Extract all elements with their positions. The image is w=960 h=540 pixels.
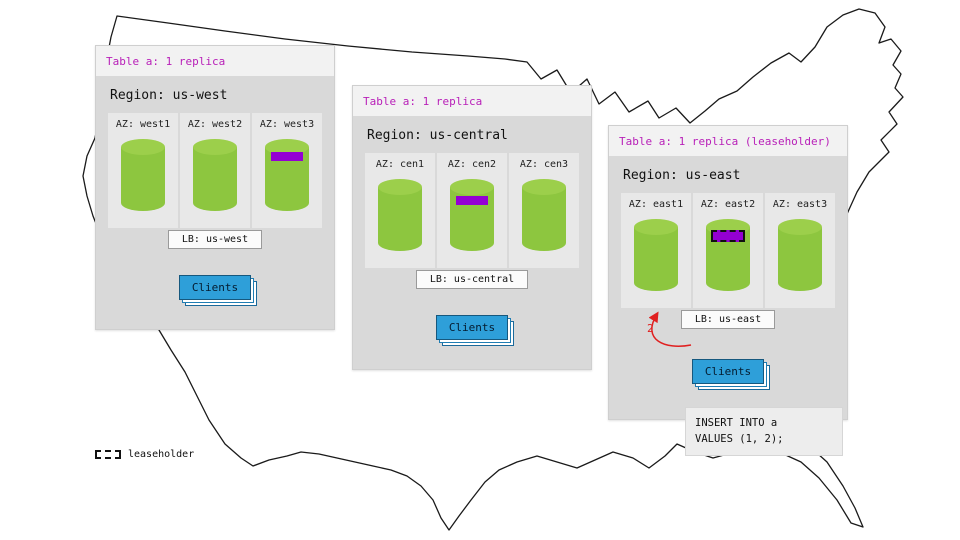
database-cylinder [120, 138, 166, 212]
az-label: AZ: cen3 [519, 159, 569, 170]
cylinder-icon [378, 179, 422, 251]
region-body: Region: us-central AZ: cen1 AZ: cen2 [353, 116, 591, 352]
clients-box: Clients [691, 359, 765, 384]
cylinder-icon [265, 139, 309, 211]
region-title: Region: us-west [110, 88, 228, 103]
database-cylinder [633, 218, 679, 292]
az-cell-cen2: AZ: cen2 [437, 153, 507, 268]
database-cylinder [777, 218, 823, 292]
region-title: Region: us-east [623, 168, 741, 183]
load-balancer-box: LB: us-west [167, 230, 263, 249]
database-cylinder [264, 138, 310, 212]
cylinder-icon [522, 179, 566, 251]
az-label: AZ: cen2 [447, 159, 497, 170]
region-body: Region: us-east AZ: east1 AZ: east2 [609, 156, 847, 396]
region-panel-us-west: Table a: 1 replica Region: us-west AZ: w… [95, 45, 335, 330]
cylinder-icon [778, 219, 822, 291]
az-label: AZ: east3 [772, 199, 828, 210]
database-cylinder [377, 178, 423, 252]
region-panel-us-east: Table a: 1 replica (leaseholder) Region:… [608, 125, 848, 420]
az-label: AZ: west2 [187, 119, 243, 130]
replica-marker [271, 152, 303, 161]
table-replica-label: Table a: 1 replica (leaseholder) [609, 126, 847, 156]
clients-box: Clients [435, 315, 509, 340]
leaseholder-swatch-icon [95, 450, 121, 459]
step-number-label: 2 [647, 322, 654, 335]
az-cell-cen1: AZ: cen1 [365, 153, 435, 268]
az-label: AZ: east2 [700, 199, 756, 210]
az-row: AZ: cen1 AZ: cen2 [365, 153, 579, 268]
cylinder-icon [121, 139, 165, 211]
legend: leaseholder [95, 449, 194, 460]
region-title: Region: us-central [367, 128, 508, 143]
database-cylinder [705, 218, 751, 292]
region-body: Region: us-west AZ: west1 AZ: west2 [96, 76, 334, 312]
az-row: AZ: east1 AZ: east2 [621, 193, 835, 308]
cylinder-icon [193, 139, 237, 211]
load-balancer-box: LB: us-central [415, 270, 529, 289]
load-balancer-box: LB: us-east [680, 310, 776, 329]
legend-label: leaseholder [128, 449, 195, 460]
database-cylinder [192, 138, 238, 212]
database-cylinder [449, 178, 495, 252]
leaseholder-marker [711, 230, 745, 242]
az-cell-east3: AZ: east3 [765, 193, 835, 308]
az-label: AZ: west1 [115, 119, 171, 130]
az-label: AZ: cen1 [375, 159, 425, 170]
az-row: AZ: west1 AZ: west2 [108, 113, 322, 228]
replica-marker [456, 196, 488, 205]
az-cell-cen3: AZ: cen3 [509, 153, 579, 268]
az-cell-east1: AZ: east1 [621, 193, 691, 308]
sql-code-box: INSERT INTO a VALUES (1, 2); [685, 407, 843, 456]
table-replica-label: Table a: 1 replica [353, 86, 591, 116]
cylinder-icon [450, 179, 494, 251]
az-cell-west2: AZ: west2 [180, 113, 250, 228]
az-cell-west3: AZ: west3 [252, 113, 322, 228]
sql-line: INSERT INTO a [695, 417, 778, 429]
cylinder-icon [634, 219, 678, 291]
region-panel-us-central: Table a: 1 replica Region: us-central AZ… [352, 85, 592, 370]
database-cylinder [521, 178, 567, 252]
table-replica-label: Table a: 1 replica [96, 46, 334, 76]
az-cell-east2: AZ: east2 [693, 193, 763, 308]
az-label: AZ: east1 [628, 199, 684, 210]
clients-box: Clients [178, 275, 252, 300]
az-cell-west1: AZ: west1 [108, 113, 178, 228]
az-label: AZ: west3 [259, 119, 315, 130]
sql-line: VALUES (1, 2); [695, 433, 784, 446]
